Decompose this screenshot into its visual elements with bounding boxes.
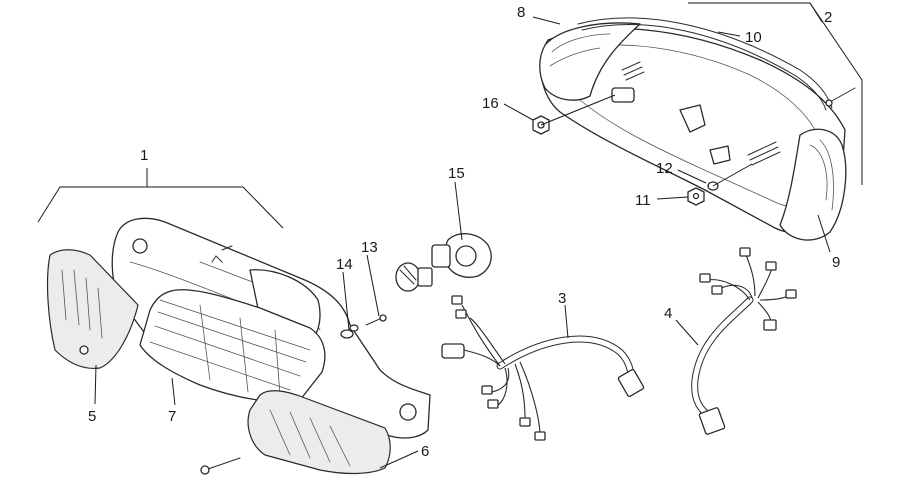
- nut-11: [687, 187, 705, 206]
- bracket-assembly-1: [37, 186, 284, 229]
- callout-1: 1: [140, 147, 148, 164]
- main-lens: [139, 289, 326, 403]
- left-indicator-lens: [46, 249, 139, 370]
- bulb-socket-15: [431, 233, 492, 278]
- callout-7: 7: [168, 408, 176, 425]
- washer-12: [707, 163, 753, 191]
- callout-10: 10: [745, 29, 762, 46]
- callout-6: 6: [421, 443, 429, 460]
- housing-clip: [679, 104, 706, 133]
- callout-3: 3: [558, 290, 566, 307]
- callout-4: 4: [664, 305, 672, 322]
- top-gasket: [577, 17, 833, 109]
- callout-15: 15: [448, 165, 465, 182]
- callout-5: 5: [88, 408, 96, 425]
- screw-14: [340, 314, 387, 339]
- nut-16: [532, 94, 616, 135]
- callout-13: 13: [361, 239, 378, 256]
- housing-socket-left: [611, 87, 635, 103]
- callout-9: 9: [832, 254, 840, 271]
- callout-labels: 1 2 3 4 5 6 7 8 9 10 11 12 13 14 15 16: [88, 4, 840, 460]
- callout-12: 12: [656, 160, 673, 177]
- right-indicator-lens: [200, 390, 391, 475]
- callout-8: 8: [517, 4, 525, 21]
- callout-14: 14: [336, 256, 353, 273]
- callout-16: 16: [482, 95, 499, 112]
- wiring-harness-4: [691, 247, 797, 435]
- leader-lines: [94, 16, 831, 469]
- rear-light-housing-assembly: [539, 17, 856, 241]
- bracket-assembly-2: [688, 2, 863, 185]
- bulb-13: [395, 262, 433, 292]
- callout-11: 11: [635, 192, 651, 209]
- wiring-harness-3: [441, 295, 645, 441]
- left-lens-cap: [539, 22, 641, 101]
- callout-2: 2: [824, 9, 832, 26]
